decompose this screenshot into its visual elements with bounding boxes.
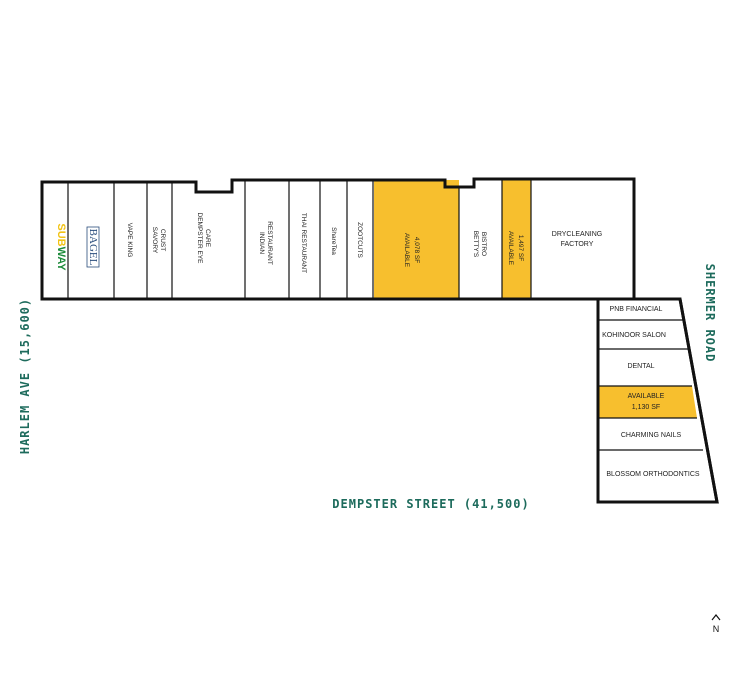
- street-label-dempster: DEMPSTER STREET (41,500): [332, 497, 529, 511]
- unit-label-dental: DENTAL: [627, 363, 654, 370]
- subway-logo: SUBWAY: [55, 223, 67, 271]
- north-strip-dividers: [67, 179, 532, 299]
- unit-label-sharetea: ShareTea: [330, 227, 337, 255]
- unit-label-thai-restaurant: THAI RESTAURANT: [300, 213, 307, 273]
- unit-label-zoo-cuts: ZOOTCUTS: [356, 222, 363, 258]
- unit-label-pnb-financial: PNB FINANCIAL: [610, 306, 663, 313]
- svg-text:SUBWAY: SUBWAY: [55, 223, 67, 271]
- svg-text:BAGEL: BAGEL: [87, 229, 99, 266]
- unit-label-vape-king: VAPE KING: [126, 223, 133, 258]
- east-wing-dividers: [598, 319, 703, 451]
- unit-label-kohinoor-salon: KOHINOOR SALON: [602, 332, 666, 339]
- unit-available-4078-fill[interactable]: [374, 180, 459, 299]
- street-label-harlem: HARLEM AVE (15,600): [18, 298, 32, 454]
- street-label-shermer: SHERMER ROAD: [703, 264, 717, 363]
- unit-label-blossom-orthodontics: BLOSSOM ORTHODONTICS: [606, 471, 700, 478]
- unit-label-charming-nails: CHARMING NAILS: [621, 432, 682, 439]
- north-arrow-icon: [711, 614, 721, 621]
- unit-label-savory-crust: SAVORYCRUST: [151, 227, 166, 254]
- bagel-logo: BAGEL: [86, 226, 100, 268]
- unit-available-1497-fill[interactable]: [502, 180, 531, 299]
- north-arrow: N: [711, 614, 721, 634]
- unit-label-bettys-bistro: BETTY'SBISTRO: [472, 231, 487, 258]
- unit-label-indian-restaurant: INDIANRESTAURANT: [258, 221, 273, 265]
- unit-label-dempster-eye-care: DEMPSTER EYECARE: [196, 213, 211, 265]
- north-arrow-label: N: [713, 624, 720, 634]
- unit-available-1130-fill[interactable]: [598, 386, 697, 418]
